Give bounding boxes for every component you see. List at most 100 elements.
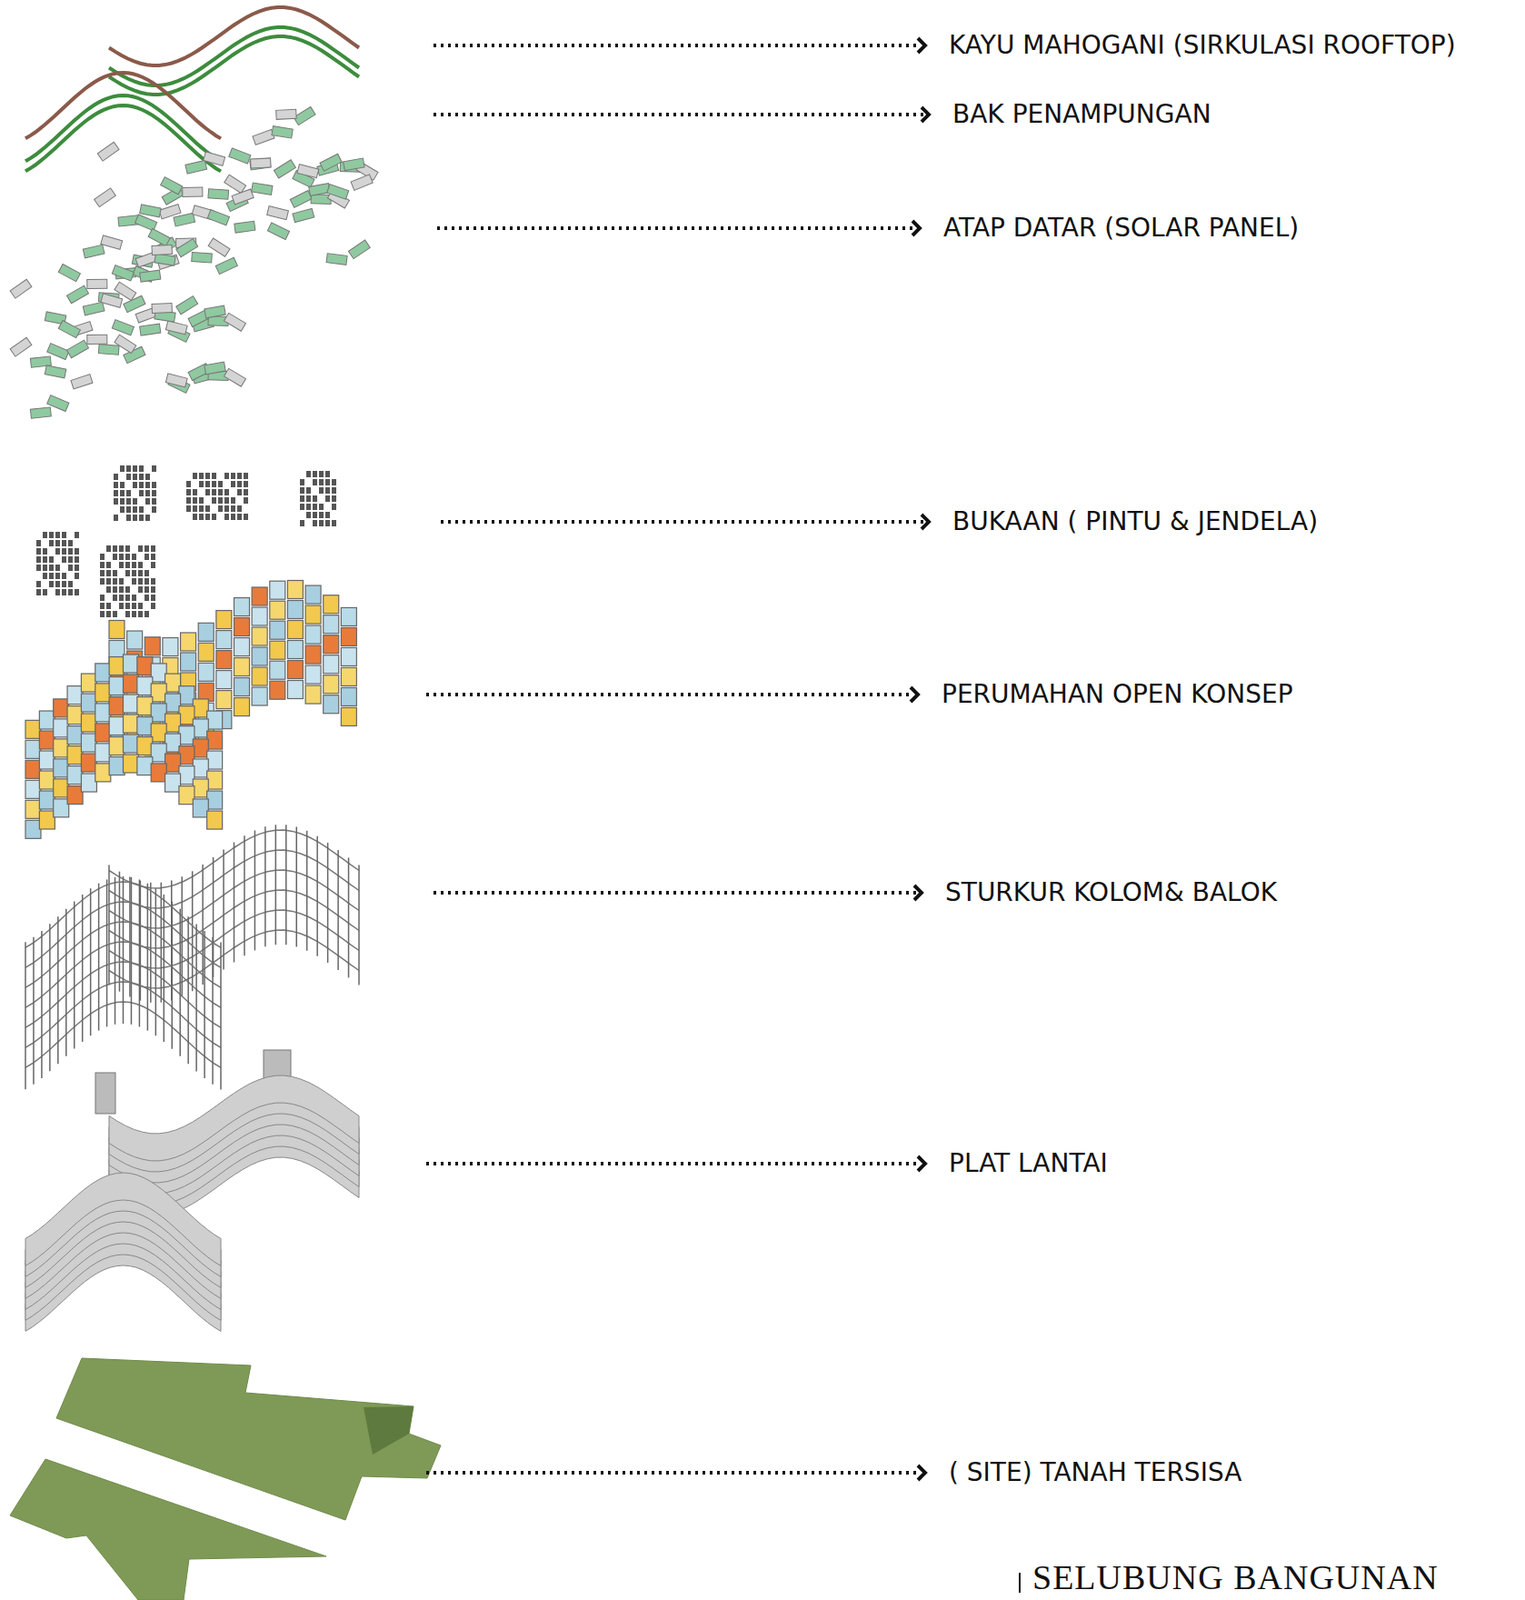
housing-unit [80, 693, 97, 712]
layer-label: BAK PENAMPUNGAN [952, 100, 1212, 130]
housing-unit [207, 770, 223, 789]
opening [139, 506, 144, 513]
housing-unit [192, 798, 209, 818]
leader-line [437, 226, 915, 230]
housing-unit [67, 706, 83, 725]
opening [151, 465, 157, 472]
housing-unit [109, 717, 125, 736]
opening [199, 480, 204, 488]
housing-unit [287, 619, 303, 638]
housing-unit [192, 758, 209, 778]
housing-unit [150, 663, 167, 682]
column [40, 930, 43, 1078]
opening [126, 514, 131, 521]
housing-unit [269, 620, 286, 639]
opening [55, 588, 60, 596]
solar-panel [271, 126, 293, 139]
opening [119, 481, 125, 489]
leader-line [440, 519, 924, 524]
opening [211, 472, 217, 479]
housing-unit [80, 773, 97, 792]
solar-panel [273, 159, 296, 179]
rooftop-path [109, 7, 359, 66]
solar-panel [148, 228, 170, 246]
opening [42, 588, 48, 596]
column [119, 871, 121, 992]
opening [325, 511, 330, 519]
opening [36, 556, 41, 563]
housing-unit [198, 662, 214, 681]
opening [126, 489, 131, 497]
opening [112, 569, 118, 577]
opening [224, 513, 230, 520]
housing-unit [198, 642, 214, 661]
housing-unit [207, 730, 223, 749]
solar-panel [319, 153, 342, 171]
column [89, 887, 92, 1036]
solar-panel [252, 129, 275, 145]
opening [36, 548, 41, 555]
housing-unit [251, 587, 268, 606]
housing-unit [95, 743, 111, 762]
housing-unit [234, 617, 250, 637]
opening [55, 580, 60, 588]
housing-unit [234, 677, 250, 697]
housing-unit [180, 652, 197, 671]
opening [145, 473, 150, 480]
opening [126, 498, 131, 505]
housing-unit [207, 750, 223, 769]
opening [237, 488, 242, 496]
opening [312, 503, 318, 510]
arrow-head [912, 220, 920, 236]
opening [318, 503, 324, 510]
opening [139, 473, 144, 480]
solar-panel [111, 319, 134, 336]
housing-unit [67, 726, 83, 745]
opening [150, 578, 156, 585]
solar-panel [204, 361, 226, 375]
housing-unit [39, 790, 55, 809]
solar-panel [114, 334, 137, 353]
solar-panel [224, 174, 247, 193]
solar-panel [135, 214, 158, 231]
leader-line [433, 43, 920, 48]
solar-panel [348, 239, 370, 260]
solar-panel [154, 253, 176, 266]
housing-unit [109, 639, 125, 658]
column [130, 877, 133, 1025]
leader-line [433, 890, 917, 895]
housing-unit [180, 632, 197, 651]
opening [131, 602, 137, 609]
opening [132, 498, 138, 505]
opening [112, 594, 118, 601]
opening [243, 480, 249, 488]
rooftop-path [109, 36, 359, 95]
opening [61, 539, 67, 547]
housing-unit [269, 640, 286, 659]
layer-label: STURKUR KOLOM& BALOK [945, 878, 1277, 908]
opening [119, 545, 124, 552]
opening [42, 531, 48, 539]
column [316, 836, 319, 957]
column [163, 894, 166, 1042]
housing-unit [192, 718, 209, 738]
column [57, 916, 60, 1064]
column [222, 849, 225, 970]
opening [119, 594, 124, 601]
opening [318, 511, 324, 519]
opening [42, 556, 48, 563]
solar-panel [66, 339, 89, 359]
opening [211, 480, 217, 488]
opening [205, 472, 210, 479]
solar-panel [176, 239, 199, 258]
opening [145, 498, 150, 505]
solar-panel [267, 222, 290, 240]
opening [125, 610, 130, 618]
housing-unit [165, 733, 181, 752]
opening [131, 569, 137, 577]
solar-panel [297, 164, 319, 179]
opening [306, 503, 311, 510]
housing-unit [137, 757, 153, 776]
opening [192, 505, 198, 512]
opening [306, 470, 311, 478]
